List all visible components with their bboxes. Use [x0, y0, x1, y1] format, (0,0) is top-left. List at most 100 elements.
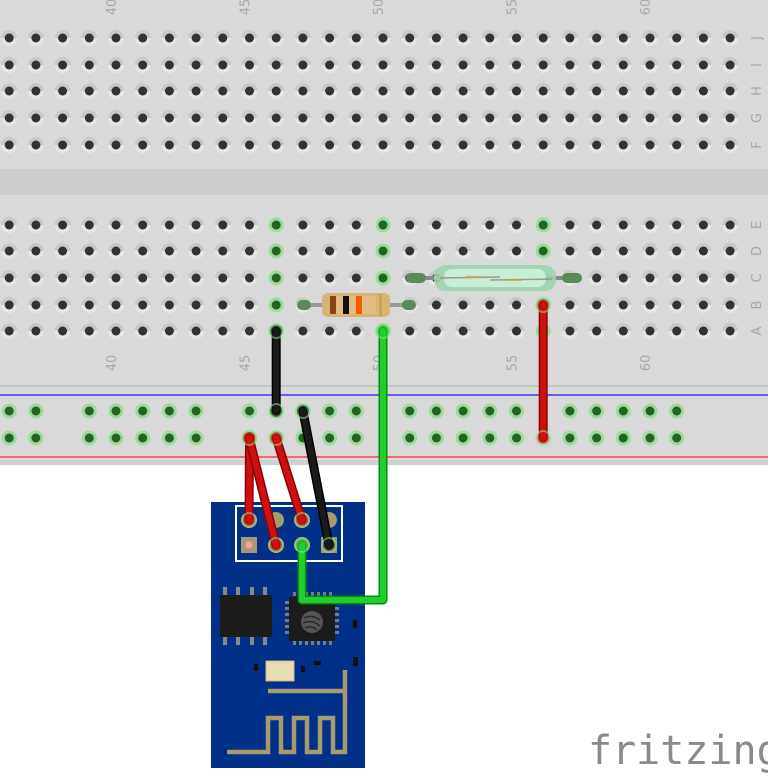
hole-E41[interactable] — [134, 217, 151, 233]
hole-B57[interactable] — [561, 297, 578, 313]
hole-H58[interactable] — [588, 83, 605, 99]
hole-A61[interactable] — [668, 323, 685, 339]
hole-G60[interactable] — [642, 110, 658, 126]
hole-G42[interactable] — [161, 110, 178, 126]
hole-A53[interactable] — [455, 323, 472, 339]
hole-B62[interactable] — [695, 297, 712, 313]
rail-hole-top-61[interactable] — [669, 403, 685, 419]
hole-H39[interactable] — [81, 83, 98, 99]
hole-J51[interactable] — [401, 30, 418, 46]
rail-hole-top-37[interactable] — [28, 403, 44, 419]
rail-hole-top-60[interactable] — [642, 403, 658, 419]
hole-A36[interactable] — [1, 323, 18, 339]
hole-J53[interactable] — [455, 30, 472, 46]
hole-A59[interactable] — [615, 323, 632, 339]
hole-I44[interactable] — [214, 57, 231, 73]
hole-B59[interactable] — [615, 297, 632, 313]
hole-B36[interactable] — [1, 297, 18, 313]
hole-H55[interactable] — [508, 83, 525, 99]
rail-hole-bottom-52[interactable] — [428, 430, 444, 446]
black-wire-esp-4[interactable] — [294, 403, 337, 553]
hole-C49[interactable] — [348, 270, 365, 286]
hole-C45[interactable] — [241, 270, 258, 286]
esp01-module[interactable] — [211, 502, 365, 768]
hole-B58[interactable] — [588, 297, 605, 313]
hole-H50[interactable] — [375, 83, 391, 99]
hole-J54[interactable] — [481, 30, 498, 46]
hole-J56[interactable] — [535, 30, 552, 46]
hole-E58[interactable] — [588, 217, 605, 233]
hole-H42[interactable] — [161, 83, 178, 99]
hole-G48[interactable] — [321, 110, 338, 126]
hole-J61[interactable] — [668, 30, 685, 46]
hole-D41[interactable] — [134, 243, 151, 259]
hole-J42[interactable] — [161, 30, 178, 46]
hole-F37[interactable] — [27, 137, 44, 153]
hole-F41[interactable] — [134, 137, 151, 153]
hole-I38[interactable] — [54, 57, 71, 73]
rail-hole-bottom-59[interactable] — [615, 430, 631, 446]
hole-J57[interactable] — [561, 30, 578, 46]
hole-D56[interactable] — [535, 243, 551, 259]
hole-E49[interactable] — [348, 217, 365, 233]
hole-J41[interactable] — [134, 30, 151, 46]
hole-D53[interactable] — [455, 243, 472, 259]
hole-G49[interactable] — [348, 110, 365, 126]
hole-I50[interactable] — [375, 57, 391, 73]
hole-G38[interactable] — [54, 110, 71, 126]
hole-D46[interactable] — [268, 243, 284, 259]
hole-A47[interactable] — [294, 323, 311, 339]
hole-J55[interactable] — [508, 30, 525, 46]
hole-J47[interactable] — [294, 30, 311, 46]
hole-G56[interactable] — [535, 110, 552, 126]
hole-F60[interactable] — [642, 137, 658, 153]
hole-C48[interactable] — [321, 270, 338, 286]
hole-C40[interactable] — [108, 270, 124, 286]
rail-hole-top-39[interactable] — [81, 403, 97, 419]
hole-E50[interactable] — [375, 217, 391, 233]
hole-H45[interactable] — [241, 83, 258, 99]
hole-E62[interactable] — [695, 217, 712, 233]
hole-A48[interactable] — [321, 323, 338, 339]
hole-G43[interactable] — [188, 110, 205, 126]
hole-A52[interactable] — [428, 323, 445, 339]
hole-G47[interactable] — [294, 110, 311, 126]
hole-B45[interactable] — [241, 297, 258, 313]
red-wire-B56-rail[interactable] — [535, 297, 552, 446]
hole-E42[interactable] — [161, 217, 178, 233]
hole-H47[interactable] — [294, 83, 311, 99]
hole-B55[interactable] — [508, 297, 525, 313]
hole-J43[interactable] — [188, 30, 205, 46]
rail-hole-bottom-49[interactable] — [348, 430, 364, 446]
rail-hole-top-51[interactable] — [402, 403, 418, 419]
hole-G46[interactable] — [268, 110, 285, 126]
hole-E39[interactable] — [81, 217, 98, 233]
hole-H41[interactable] — [134, 83, 151, 99]
resistor-10k[interactable] — [297, 293, 416, 317]
hole-H61[interactable] — [668, 83, 685, 99]
hole-I39[interactable] — [81, 57, 98, 73]
hole-B40[interactable] — [108, 297, 124, 313]
hole-C47[interactable] — [294, 270, 311, 286]
hole-G58[interactable] — [588, 110, 605, 126]
hole-I53[interactable] — [455, 57, 472, 73]
hole-H63[interactable] — [722, 83, 739, 99]
hole-J59[interactable] — [615, 30, 632, 46]
hole-D58[interactable] — [588, 243, 605, 259]
hole-E55[interactable] — [508, 217, 525, 233]
hole-G51[interactable] — [401, 110, 418, 126]
hole-G55[interactable] — [508, 110, 525, 126]
hole-F36[interactable] — [1, 137, 18, 153]
hole-I59[interactable] — [615, 57, 632, 73]
hole-D50[interactable] — [375, 243, 391, 259]
rail-hole-top-54[interactable] — [482, 403, 498, 419]
hole-I61[interactable] — [668, 57, 685, 73]
rail-hole-bottom-51[interactable] — [402, 430, 418, 446]
hole-C43[interactable] — [188, 270, 205, 286]
hole-E47[interactable] — [294, 217, 311, 233]
hole-G62[interactable] — [695, 110, 712, 126]
hole-G40[interactable] — [108, 110, 124, 126]
hole-H59[interactable] — [615, 83, 632, 99]
hole-B37[interactable] — [27, 297, 44, 313]
hole-I51[interactable] — [401, 57, 418, 73]
